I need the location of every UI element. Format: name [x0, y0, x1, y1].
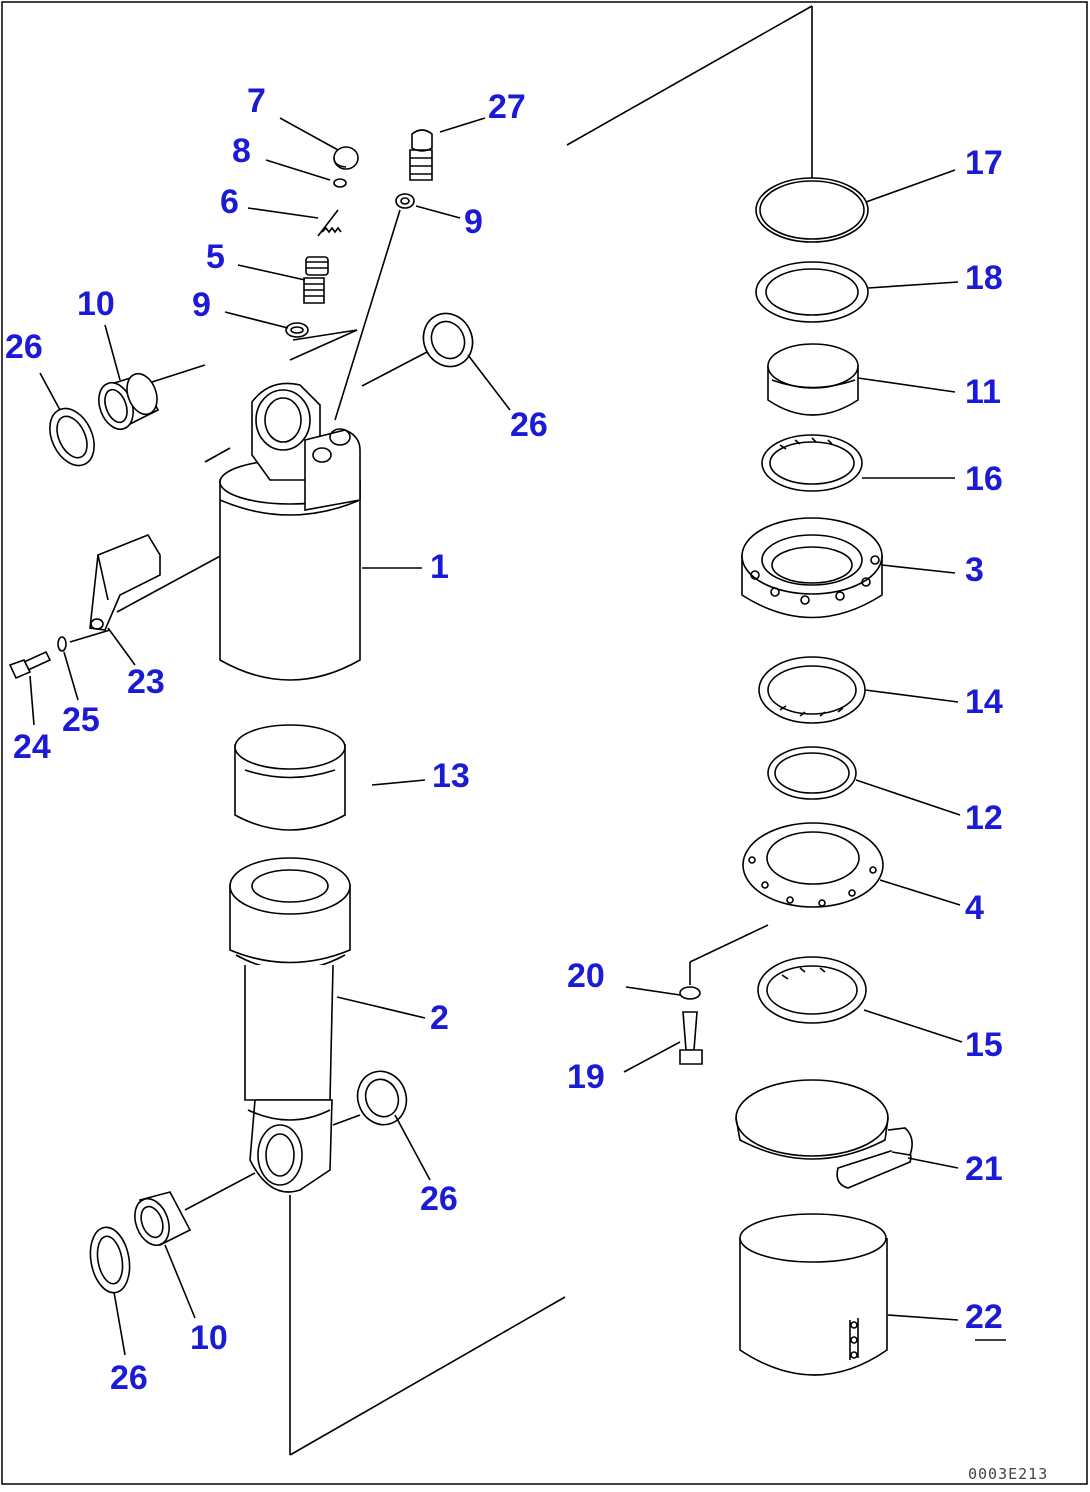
part-18-ring [755, 261, 869, 323]
callout-21: 21 [965, 1150, 1003, 1188]
callout-3: 3 [965, 551, 984, 589]
guide-lines [69, 5, 813, 1456]
callout-26-lower-left: 26 [110, 1359, 148, 1397]
callout-12: 12 [965, 799, 1003, 837]
part-7-cap [333, 146, 359, 170]
part-13-sleeve [234, 724, 346, 831]
part-26-seal-top-right [422, 312, 474, 368]
callout-18: 18 [965, 259, 1003, 297]
callout-9-upper: 9 [464, 203, 483, 241]
part-19-bolt [679, 1011, 703, 1065]
part-26-seal-lower-middle [356, 1070, 408, 1126]
part-11-bushing [767, 343, 859, 416]
part-4-bearing-race [742, 822, 884, 908]
part-5-fitting [303, 256, 329, 304]
callout-27: 27 [488, 88, 526, 126]
part-9-o-ring-left [285, 322, 309, 338]
callout-17: 17 [965, 144, 1003, 182]
callout-10-upper: 10 [77, 285, 115, 323]
part-26-seal-lower-left [89, 1226, 131, 1294]
callouts: 7 27 8 6 9 5 10 9 26 26 1 23 25 24 13 2 … [5, 82, 1003, 1397]
leader-lines [29, 117, 1006, 1356]
part-1-cylinder [204, 382, 361, 681]
part-26-seal-top-left [49, 407, 95, 467]
part-12-ring [767, 746, 857, 800]
callout-7: 7 [247, 82, 266, 120]
part-20-washer [679, 986, 701, 1000]
callout-22: 22 [965, 1298, 1003, 1336]
callout-2: 2 [430, 999, 449, 1037]
callout-26-upper-left: 26 [5, 328, 43, 366]
part-27-plug [409, 129, 433, 181]
callout-4: 4 [965, 889, 984, 927]
part-22-cover [739, 1213, 888, 1376]
callout-20: 20 [567, 957, 605, 995]
part-21-clamp [735, 1079, 913, 1189]
part-2-rod [229, 857, 351, 1193]
part-9-o-ring-right [395, 193, 415, 209]
callout-8: 8 [232, 132, 251, 170]
drawing-code: 0003E213 [968, 1465, 1048, 1483]
part-14-seal [758, 656, 866, 724]
callout-23: 23 [127, 663, 165, 701]
part-15-seal [757, 956, 867, 1024]
callout-15: 15 [965, 1026, 1003, 1064]
part-3-bearing [741, 517, 883, 619]
callout-10-lower: 10 [190, 1319, 228, 1357]
callout-19: 19 [567, 1058, 605, 1096]
callout-26-lower-middle: 26 [420, 1180, 458, 1218]
part-10-bushing-lower-left [134, 1191, 192, 1247]
part-16-seal [761, 434, 863, 492]
callout-9-lower: 9 [192, 286, 211, 324]
callout-25: 25 [62, 701, 100, 739]
part-24-bolt [8, 650, 52, 680]
callout-13: 13 [432, 757, 470, 795]
callout-26-upper-right: 26 [510, 406, 548, 444]
callout-14: 14 [965, 683, 1003, 721]
callout-16: 16 [965, 460, 1003, 498]
part-8-ring [333, 178, 347, 188]
part-6-spring [317, 209, 342, 237]
part-10-bushing-top-left [98, 372, 160, 431]
part-17-o-ring [755, 177, 869, 243]
part-23-bracket [89, 534, 161, 631]
callout-24: 24 [13, 728, 51, 766]
callout-1: 1 [430, 548, 449, 586]
callout-5: 5 [206, 238, 225, 276]
callout-11: 11 [965, 373, 1001, 411]
callout-6: 6 [220, 183, 239, 221]
part-25-washer [57, 636, 67, 652]
